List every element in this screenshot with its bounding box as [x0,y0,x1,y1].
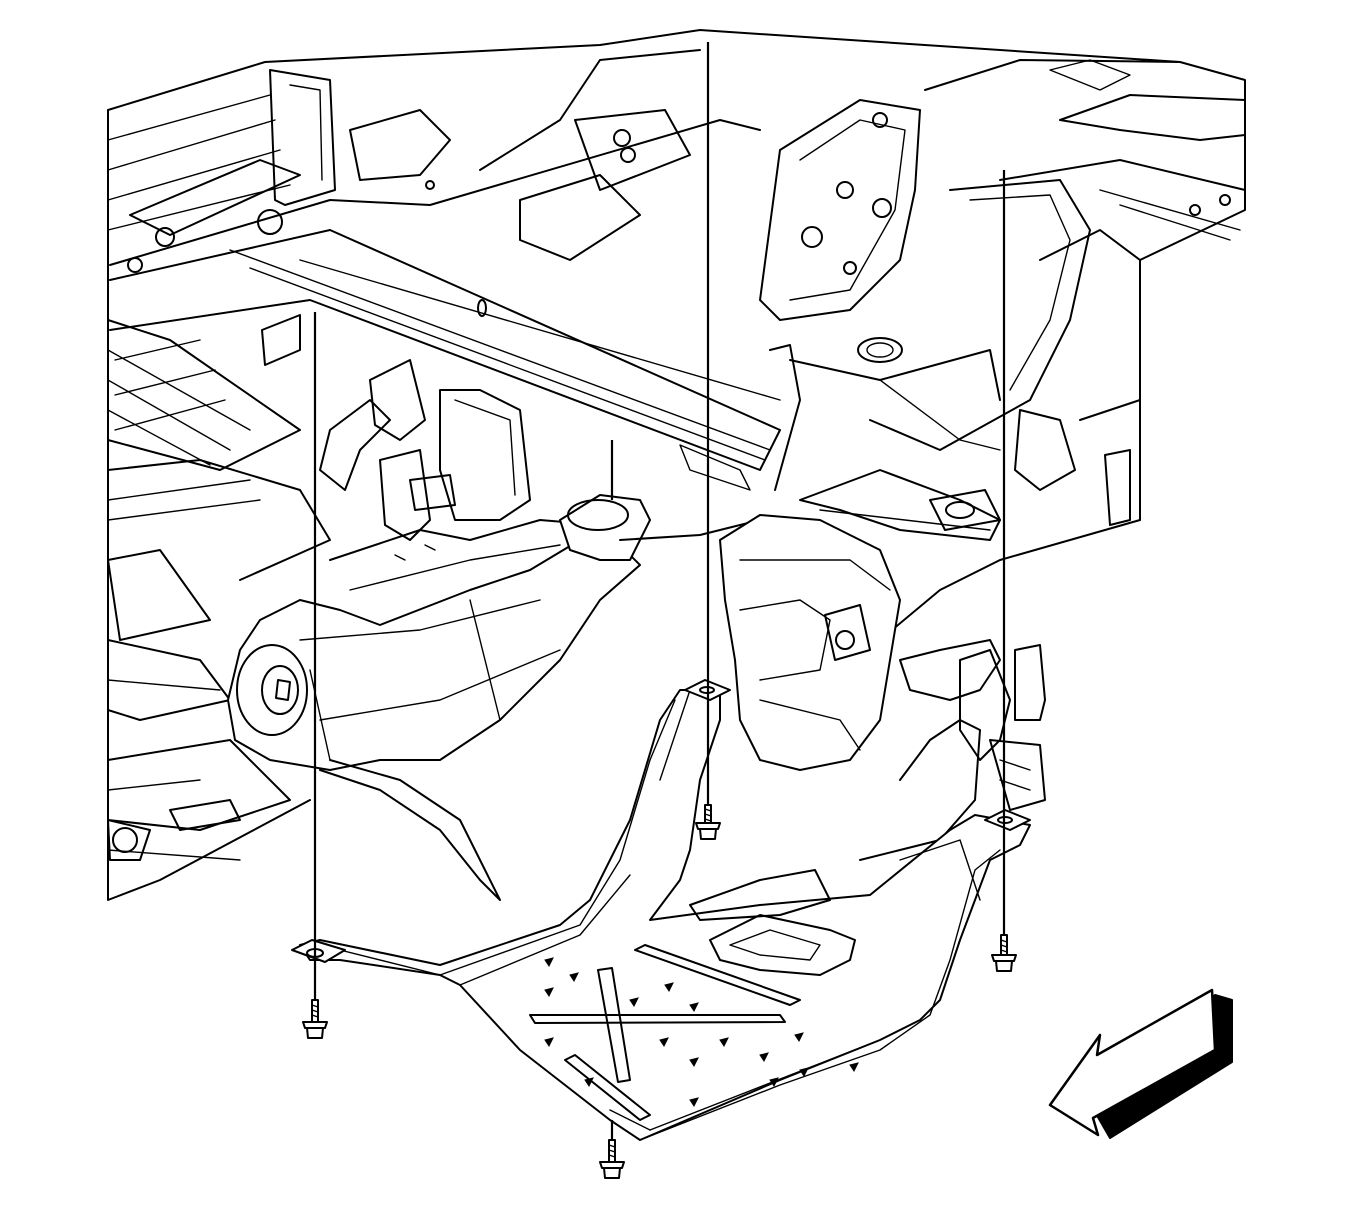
exhaust-assembly [227,494,1046,901]
underbody-shield-panel [291,679,1031,1141]
fastener-bolts [302,804,1017,1179]
leader-lines [313,42,1006,1140]
left-floor-panel [107,319,331,861]
fastener-rear-right[interactable] [991,934,1017,972]
vehicle-underbody-structure [107,29,1246,901]
fastener-front-left[interactable] [302,999,328,1039]
fastener-front-center[interactable] [599,1139,625,1179]
arrow-icon [1048,988,1233,1139]
fastener-rear-left[interactable] [695,804,721,840]
